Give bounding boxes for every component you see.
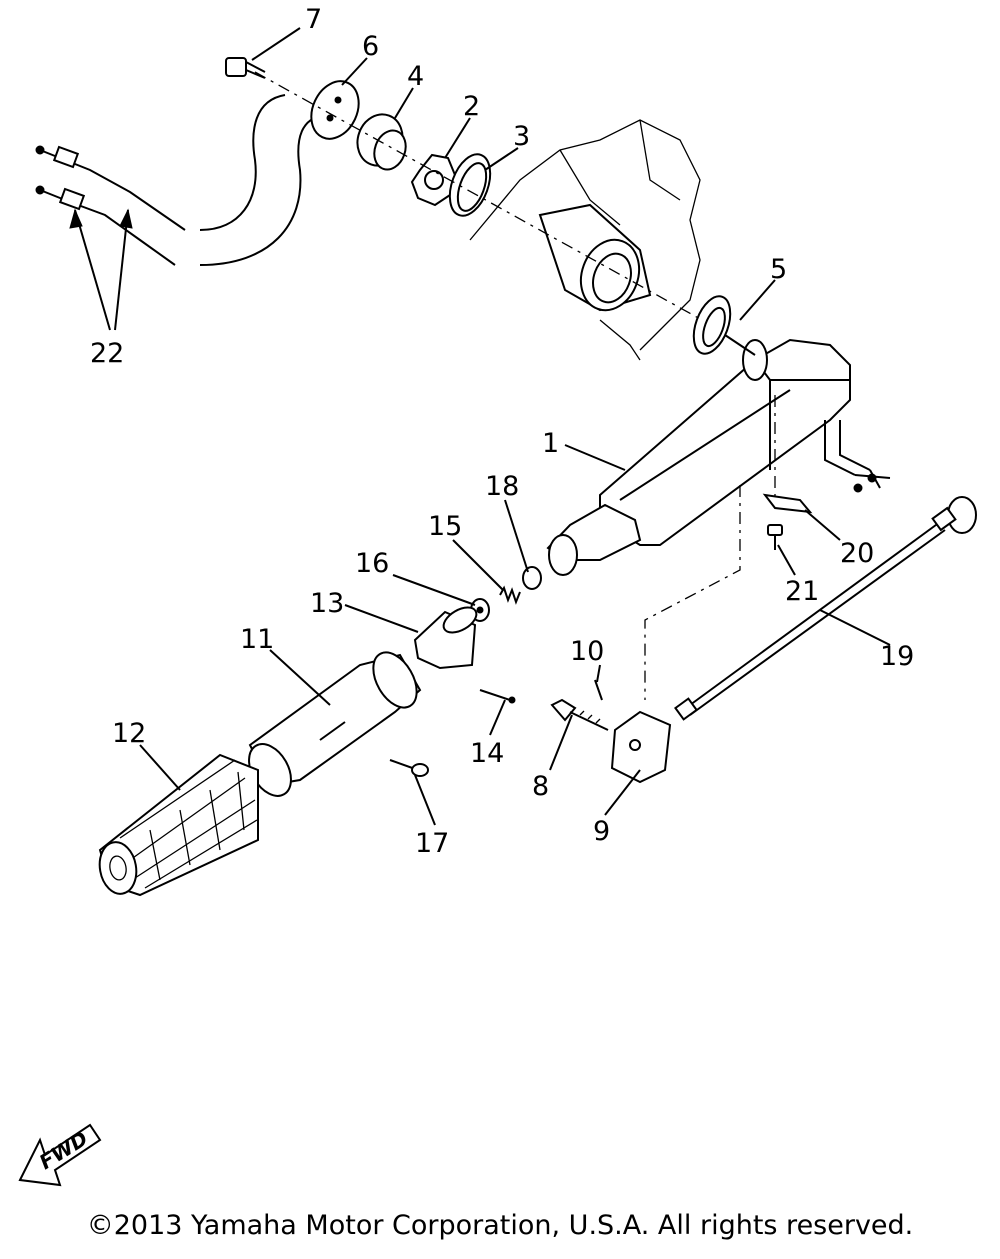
callout-9: 9 xyxy=(593,816,610,847)
callout-20: 20 xyxy=(840,538,874,569)
callout-1: 1 xyxy=(542,428,559,459)
callout-3: 3 xyxy=(513,121,530,152)
part-1-tiller-arm xyxy=(546,334,891,576)
leader-lines xyxy=(69,27,891,826)
part-11-throttle-shaft xyxy=(248,651,422,797)
part-6-plate xyxy=(310,80,360,140)
part-20-plate xyxy=(762,493,813,514)
callout-19: 19 xyxy=(880,641,914,672)
part-13-sleeve xyxy=(413,606,478,670)
engine-bracket-outline xyxy=(469,119,701,361)
part-7-screw xyxy=(225,57,266,79)
part-17-screw xyxy=(389,759,429,777)
callout-18: 18 xyxy=(485,471,519,502)
part-5-washer xyxy=(692,295,732,355)
cables-22 xyxy=(35,145,186,266)
part-21-screw xyxy=(767,524,783,550)
callout-12: 12 xyxy=(112,718,146,749)
fwd-arrow-icon: FWD xyxy=(18,1123,102,1187)
shaft-centerline xyxy=(254,71,721,331)
fwd-label: FWD xyxy=(35,1126,92,1174)
part-9-block xyxy=(610,710,672,784)
guide-line-9 xyxy=(644,485,741,700)
copyright-notice: ©2013 Yamaha Motor Corporation, U.S.A. A… xyxy=(86,1210,914,1241)
callout-labels: 1 2 3 4 5 6 7 8 9 10 11 12 13 14 15 16 1… xyxy=(90,4,914,859)
part-15-spring xyxy=(499,585,521,605)
callout-22: 22 xyxy=(90,338,124,369)
callout-13: 13 xyxy=(310,588,344,619)
part-3-ring xyxy=(448,153,492,217)
callout-21: 21 xyxy=(785,576,819,607)
part-14-pin xyxy=(479,689,516,704)
part-19-rod xyxy=(674,496,977,721)
callout-16: 16 xyxy=(355,548,389,579)
part-8-wing-bolt xyxy=(550,698,609,731)
part-10-pin xyxy=(594,679,603,701)
bracket-tube xyxy=(538,203,652,312)
callout-8: 8 xyxy=(532,771,549,802)
callout-10: 10 xyxy=(570,636,604,667)
callout-17: 17 xyxy=(415,828,449,859)
callout-6: 6 xyxy=(362,31,379,62)
callout-11: 11 xyxy=(240,624,274,655)
part-12-grip xyxy=(98,753,259,897)
callout-2: 2 xyxy=(463,91,480,122)
part-4-bushing xyxy=(356,113,407,171)
callout-7: 7 xyxy=(305,4,322,35)
part-18-bushing xyxy=(522,566,542,590)
callout-5: 5 xyxy=(770,254,787,285)
cable-sleeve xyxy=(199,94,331,266)
callout-4: 4 xyxy=(407,61,424,92)
callout-14: 14 xyxy=(470,738,504,769)
callout-15: 15 xyxy=(428,511,462,542)
